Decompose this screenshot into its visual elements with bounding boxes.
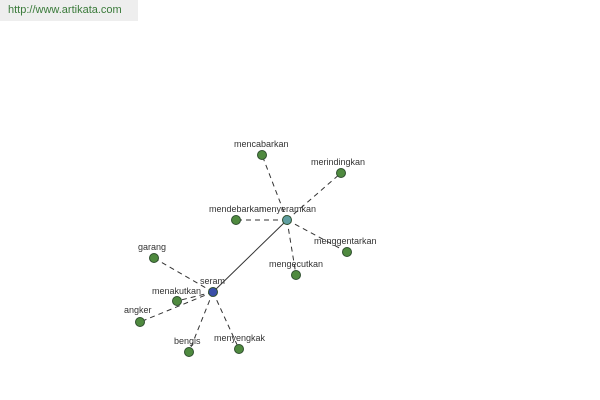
node-label-menggentarkan[interactable]: menggentarkan [314, 236, 377, 246]
node-label-garang[interactable]: garang [138, 242, 166, 252]
edge-menyeramkan-menggentarkan [286, 219, 348, 253]
edges-layer [139, 154, 348, 353]
node-label-menyengkak[interactable]: menyengkak [214, 333, 266, 343]
node-label-menyeramkan[interactable]: menyeramkan [259, 204, 316, 214]
node-menggentarkan[interactable] [342, 247, 352, 257]
edge-menyeramkan-mencabarkan [261, 154, 288, 221]
source-link[interactable]: http://www.artikata.com [8, 4, 122, 16]
edge-seram-bengis [188, 291, 214, 353]
node-seram[interactable] [208, 287, 218, 297]
node-mencabarkan[interactable] [257, 150, 267, 160]
edge-menyeramkan-mengecutkan [286, 219, 297, 276]
node-label-menakutkan[interactable]: menakutkan [152, 286, 201, 296]
node-label-mengecutkan[interactable]: mengecutkan [269, 259, 323, 269]
node-angker[interactable] [135, 317, 145, 327]
edge-seram-garang [153, 257, 214, 293]
labels-layer: seram menyeramkan mencabarkan merindingkan m… [124, 139, 377, 346]
edge-seram-angker [139, 291, 214, 323]
edge-menyeramkan-merindingkan [286, 172, 342, 221]
node-bengis[interactable] [184, 347, 194, 357]
nodes-layer [135, 150, 352, 357]
node-menyeramkan[interactable] [282, 215, 292, 225]
node-mengecutkan[interactable] [291, 270, 301, 280]
node-label-mencabarkan[interactable]: mencabarkan [234, 139, 289, 149]
node-mendebarkan[interactable] [231, 215, 241, 225]
edge-seram-menyengkak [212, 291, 240, 350]
node-menakutkan[interactable] [172, 296, 182, 306]
node-label-mendebarkan[interactable]: mendebarkan [209, 204, 264, 214]
node-garang[interactable] [149, 253, 159, 263]
node-label-merindingkan[interactable]: merindingkan [311, 157, 365, 167]
node-label-angker[interactable]: angker [124, 305, 152, 315]
node-menyengkak[interactable] [234, 344, 244, 354]
edge-seram-menyeramkan [212, 219, 288, 293]
node-label-seram[interactable]: seram [200, 276, 225, 286]
edge-seram-menakutkan [176, 291, 214, 302]
node-label-bengis[interactable]: bengis [174, 336, 201, 346]
source-bar: http://www.artikata.com [0, 0, 138, 21]
node-merindingkan[interactable] [336, 168, 346, 178]
